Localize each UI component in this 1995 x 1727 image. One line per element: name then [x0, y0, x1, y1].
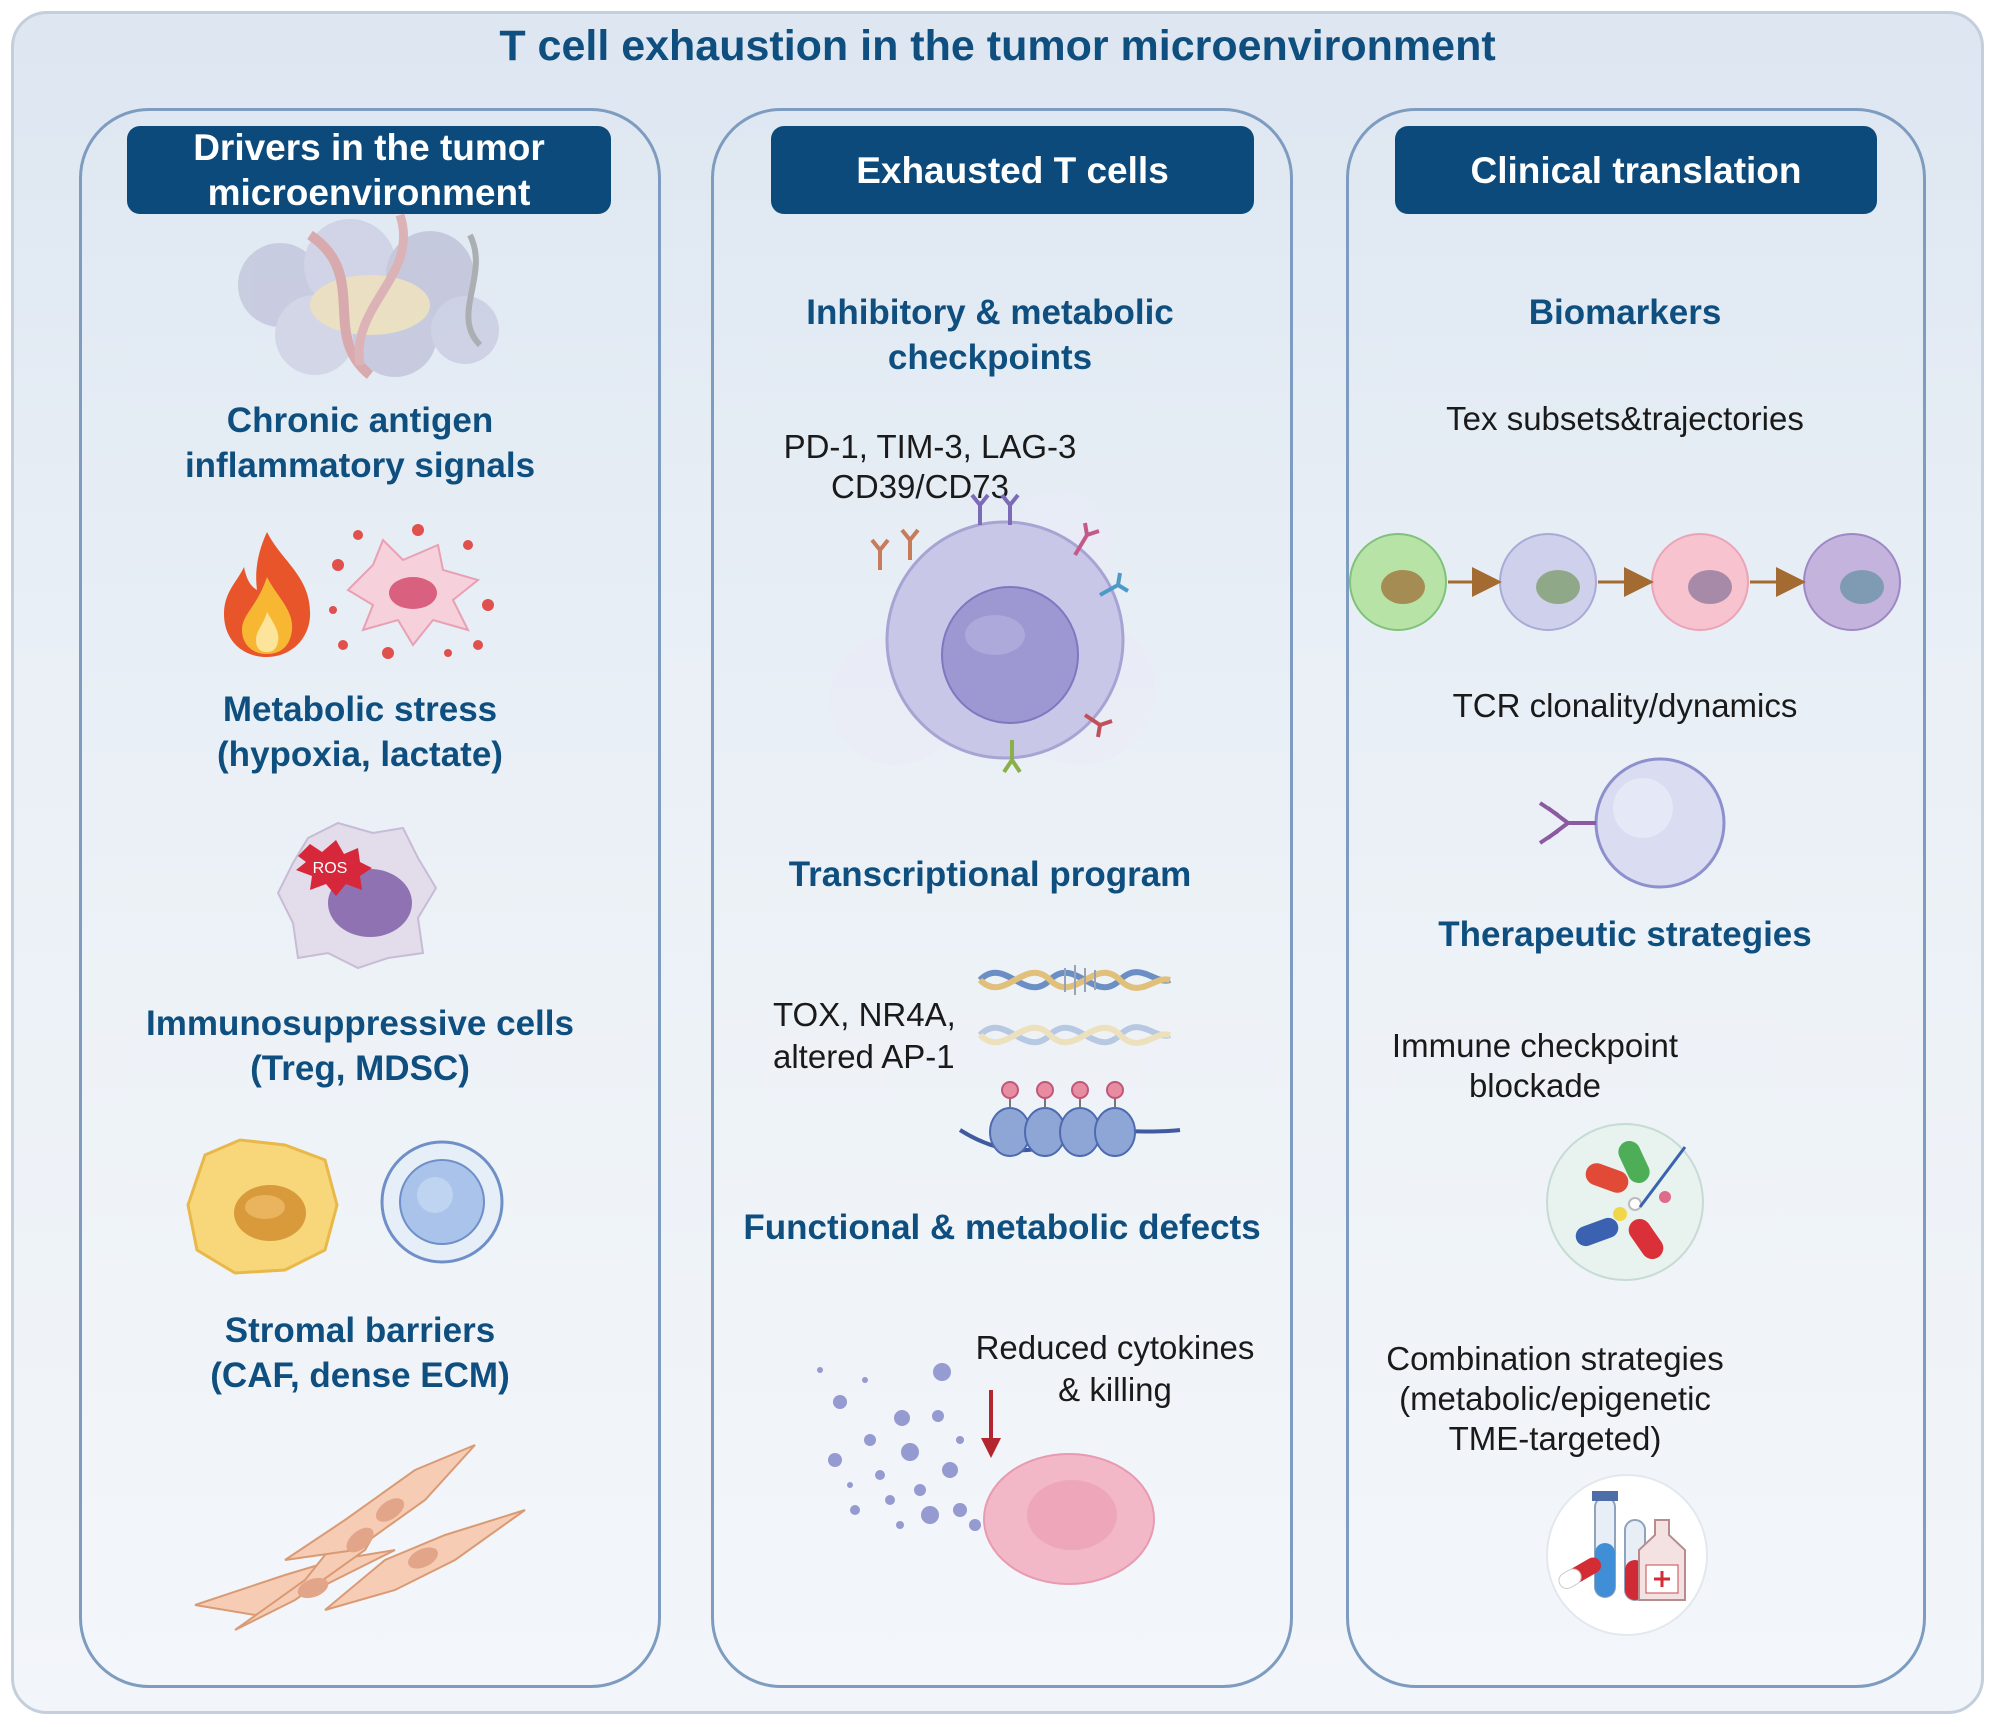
driver-metabolic-stress: Metabolic stress (hypoxia, lactate): [217, 690, 503, 774]
tcr-cell-icon: [1538, 757, 1726, 889]
functional-line2: & killing: [1058, 1371, 1172, 1408]
therapeutic-title: Therapeutic strategies: [1438, 915, 1812, 954]
chromatin-icon: [958, 1081, 1181, 1157]
tumor-mass-icon: [238, 213, 499, 379]
drivers-header: Drivers in the tumor microenvironment: [127, 126, 611, 214]
driver-stromal-barriers: Stromal barriers (CAF, dense ECM): [210, 1311, 510, 1395]
treg-cell-icon: [380, 1140, 504, 1264]
therapy-combination: Combination strategies (metabolic/epigen…: [1386, 1340, 1724, 1457]
tex-cell-icon: [1349, 533, 1901, 631]
exhausted-t-cell-icon: [830, 490, 1155, 774]
target-cell-icon: [983, 1453, 1155, 1585]
adipocyte-icon: [186, 1138, 339, 1275]
checkpoints-line2: CD39/CD73: [831, 468, 1009, 505]
clinical-header: Clinical translation: [1395, 126, 1877, 214]
ros-label: ROS: [313, 860, 348, 877]
dna-icon: [977, 965, 1171, 1046]
transcriptional-line2: altered AP-1: [773, 1038, 955, 1075]
checkpoints-line1: PD-1, TIM-3, LAG-3: [783, 428, 1077, 465]
ros-cell-icon: ROS: [276, 821, 438, 970]
pills-icon: [1546, 1123, 1704, 1281]
figure-title: T cell exhaustion in the tumor microenvi…: [499, 22, 1496, 70]
fire-icon: [224, 532, 311, 657]
driver-chronic-antigen: Chronic antigen inflammatory signals: [184, 401, 536, 485]
checkpoints-title: Inhibitory & metabolic checkpoints: [806, 293, 1174, 377]
lab-bottles-icon: [1546, 1474, 1708, 1636]
fibroblast-icon: [194, 1444, 526, 1631]
transcriptional-line1: TOX, NR4A,: [773, 996, 956, 1033]
cytokine-cloud-icon: [817, 1363, 981, 1531]
functional-title: Functional & metabolic defects: [743, 1208, 1261, 1247]
exhausted-panel: [711, 108, 1293, 1688]
driver-immunosuppressive: Immunosuppressive cells (Treg, MDSC): [146, 1004, 574, 1088]
therapy-checkpoint-blockade: Immune checkpoint blockade: [1391, 1027, 1679, 1104]
exhausted-header: Exhausted T cells: [771, 126, 1254, 214]
transcriptional-title: Transcriptional program: [788, 855, 1192, 894]
biomarker-tcr-clonality: TCR clonality/dynamics: [1452, 687, 1798, 724]
biomarker-tex-subsets: Tex subsets&trajectories: [1446, 400, 1804, 437]
down-arrow-icon: [981, 1390, 1001, 1458]
inflammatory-cell-icon: [329, 524, 494, 659]
clinical-panel: [1346, 108, 1926, 1688]
functional-line1: Reduced cytokines: [975, 1329, 1255, 1366]
biomarkers-title: Biomarkers: [1528, 293, 1722, 332]
